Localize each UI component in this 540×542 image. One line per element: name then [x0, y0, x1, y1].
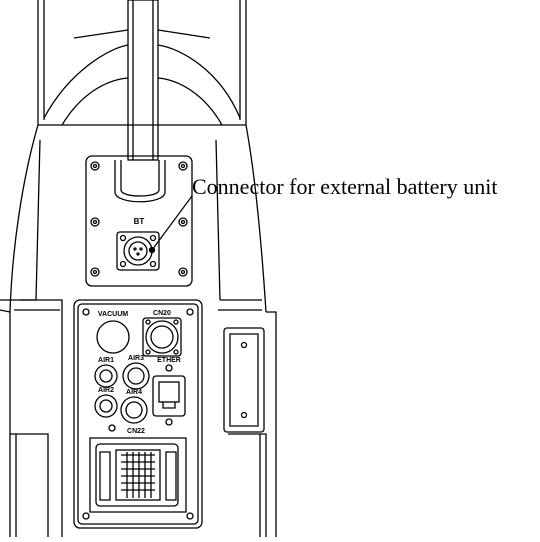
vacuum-port: [96, 320, 130, 354]
cn22-connector: [89, 424, 187, 513]
cable-tube: [127, 0, 159, 161]
ether-connector: [152, 364, 186, 426]
bt-connector: [116, 231, 160, 271]
label-bt: BT: [134, 217, 145, 226]
cn20-connector: [142, 317, 182, 357]
air2-port: [94, 394, 118, 418]
air1-port: [94, 364, 118, 388]
lower-connector-panel: [73, 299, 203, 529]
label-cn20: CN20: [153, 310, 171, 317]
label-ether: ETHER: [157, 357, 181, 364]
air4-port: [120, 396, 148, 424]
air3-port: [122, 362, 150, 390]
label-air3: AIR3: [128, 355, 144, 362]
label-air4: AIR4: [126, 389, 142, 396]
callout-leader-dot: [148, 246, 156, 254]
base-body: [0, 124, 277, 537]
bt-plate: [85, 155, 193, 287]
upper-arm-housing: [37, 0, 247, 126]
label-vacuum: VACUUM: [98, 311, 128, 318]
callout-text: Connector for external battery unit: [192, 174, 498, 199]
side-access-cover: [223, 327, 265, 433]
callout-leader-line: [151, 195, 193, 251]
label-cn22: CN22: [127, 428, 145, 435]
label-air2: AIR2: [98, 387, 114, 394]
label-air1: AIR1: [98, 357, 114, 364]
